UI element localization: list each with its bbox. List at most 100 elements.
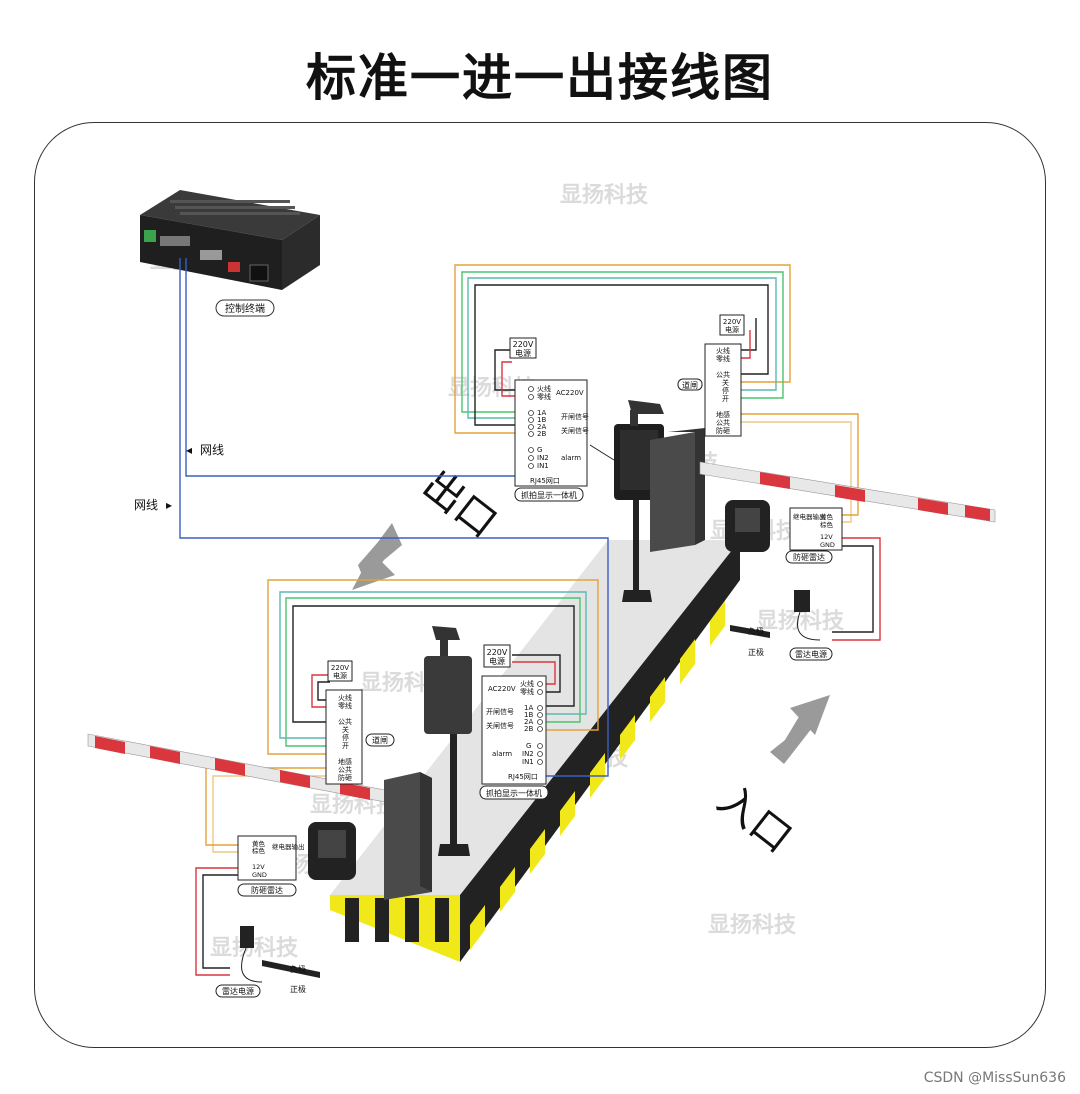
svg-text:IN1: IN1 [522, 758, 534, 766]
exit-barrier-label: 道闸 [682, 380, 698, 390]
entry-camera-power: 220V 电源 [483, 644, 511, 668]
svg-text:棕色: 棕色 [252, 846, 266, 855]
svg-text:alarm: alarm [561, 454, 581, 462]
exit-radar-label: 防砸雷达 [793, 552, 825, 562]
watermark: 显扬科技 [708, 913, 797, 938]
network-cable-arrow-2: ▸ [166, 498, 172, 512]
entry-camera-unit [424, 626, 472, 856]
network-cable-label-1: 网线 [200, 443, 224, 457]
svg-text:负极: 负极 [748, 626, 764, 636]
svg-text:关闸信号: 关闸信号 [486, 721, 514, 730]
svg-text:公共: 公共 [716, 370, 730, 379]
svg-text:正极: 正极 [748, 647, 764, 657]
entry-camera-terminal: 火线 零线 1A 1B 2A 2B G IN2 IN1 RJ45网口 AC220… [479, 675, 549, 800]
svg-text:电源: 电源 [489, 656, 505, 666]
exit-camera-label: 抓拍显示一体机 [521, 490, 577, 500]
svg-text:零线: 零线 [537, 392, 551, 401]
entry-barrier-power-label: 电源 [333, 671, 347, 680]
exit-camera-terminal: 火线 零线 1A 1B 2A 2B G IN2 IN1 RJ45网口 AC220… [514, 379, 589, 502]
diagram-frame [34, 122, 1046, 1048]
entry-lane-wires [195, 579, 599, 976]
svg-text:地感: 地感 [716, 410, 730, 419]
svg-text:公共: 公共 [338, 717, 352, 726]
svg-text:alarm: alarm [492, 750, 512, 758]
svg-text:220V: 220V [331, 664, 349, 672]
svg-text:负极: 负极 [290, 964, 306, 974]
svg-text:火线: 火线 [716, 346, 730, 355]
entry-radar-label: 防砸雷达 [251, 885, 283, 895]
svg-text:停: 停 [722, 386, 729, 395]
svg-text:G: G [526, 742, 531, 750]
exit-camera-power: 220V 电源 [509, 337, 537, 359]
svg-text:零线: 零线 [338, 701, 352, 710]
svg-text:1A: 1A [524, 704, 533, 712]
entry-arrow [770, 695, 830, 764]
svg-text:1B: 1B [524, 711, 533, 719]
svg-text:RJ45网口: RJ45网口 [530, 477, 560, 485]
svg-text:继电器输出: 继电器输出 [272, 842, 305, 851]
entry-barrier-gate [87, 733, 432, 900]
svg-text:AC220V: AC220V [556, 389, 584, 397]
svg-text:零线: 零线 [716, 354, 730, 363]
entrance-label: 入口 [709, 777, 800, 863]
control-terminal-label: 控制终端 [225, 302, 265, 315]
watermark: 显扬科技 [560, 183, 649, 208]
svg-text:2B: 2B [537, 430, 546, 438]
svg-text:开闸信号: 开闸信号 [561, 412, 589, 421]
entry-radar-power-label: 雷达电源 [222, 986, 254, 996]
entry-camera-label: 抓拍显示一体机 [486, 788, 542, 798]
exit-radar: 继电器输出 黄色 棕色 12V GND 防砸雷达 [725, 500, 843, 564]
credit-text: CSDN @MissSun636 [923, 1070, 1066, 1086]
svg-text:公共: 公共 [716, 418, 730, 427]
svg-text:IN2: IN2 [522, 750, 534, 758]
svg-text:开闸信号: 开闸信号 [486, 707, 514, 716]
svg-text:火线: 火线 [520, 679, 534, 688]
diagram-title: 标准一进一出接线图 [306, 49, 774, 107]
svg-text:IN1: IN1 [537, 462, 549, 470]
entry-radar: 黄色 棕色 继电器输出 12V GND 防砸雷达 [237, 822, 356, 897]
svg-text:停: 停 [342, 733, 349, 742]
svg-text:关: 关 [342, 725, 349, 734]
svg-text:12V: 12V [252, 863, 265, 871]
svg-text:地感: 地感 [338, 757, 352, 766]
svg-text:防砸: 防砸 [716, 426, 730, 435]
exit-label: 出口 [414, 462, 505, 548]
svg-text:黄色: 黄色 [820, 512, 834, 521]
control-terminal: 控制终端 [140, 190, 320, 317]
svg-text:2A: 2A [524, 718, 533, 726]
svg-text:GND: GND [820, 541, 835, 549]
svg-text:220V: 220V [487, 648, 508, 657]
svg-text:棕色: 棕色 [820, 520, 834, 529]
svg-text:公共: 公共 [338, 765, 352, 774]
svg-text:IN2: IN2 [537, 454, 549, 462]
svg-text:继电器输出: 继电器输出 [793, 512, 826, 521]
svg-text:220V: 220V [723, 318, 741, 326]
svg-text:1B: 1B [537, 416, 546, 424]
svg-text:GND: GND [252, 871, 267, 879]
exit-barrier-power-label: 电源 [725, 325, 739, 334]
network-cable-arrow-1: ◂ [186, 443, 192, 457]
entry-barrier-terminal: 220V 电源 火线 零线 公共 关 停 开 地感 公共 防砸 道闸 [325, 660, 395, 785]
svg-text:火线: 火线 [338, 693, 352, 702]
svg-text:1A: 1A [537, 409, 546, 417]
svg-text:关: 关 [722, 378, 729, 387]
svg-text:2B: 2B [524, 725, 533, 733]
svg-text:220V: 220V [513, 340, 534, 349]
svg-text:关闸信号: 关闸信号 [561, 426, 589, 435]
entry-radar-power: 负极 正极 雷达电源 [215, 926, 320, 998]
exit-barrier-gate [650, 428, 996, 552]
svg-text:RJ45网口: RJ45网口 [508, 773, 538, 781]
svg-text:火线: 火线 [537, 384, 551, 393]
svg-text:零线: 零线 [520, 687, 534, 696]
svg-text:开: 开 [722, 395, 729, 403]
svg-text:电源: 电源 [515, 348, 531, 358]
svg-text:12V: 12V [820, 533, 833, 541]
svg-text:黄色: 黄色 [252, 839, 266, 848]
watermark: 显扬科技 [756, 609, 845, 634]
svg-text:G: G [537, 446, 542, 454]
network-cable-label-2: 网线 [134, 498, 158, 512]
svg-text:正极: 正极 [290, 984, 306, 994]
svg-text:开: 开 [342, 742, 349, 750]
network-cables [179, 258, 609, 777]
